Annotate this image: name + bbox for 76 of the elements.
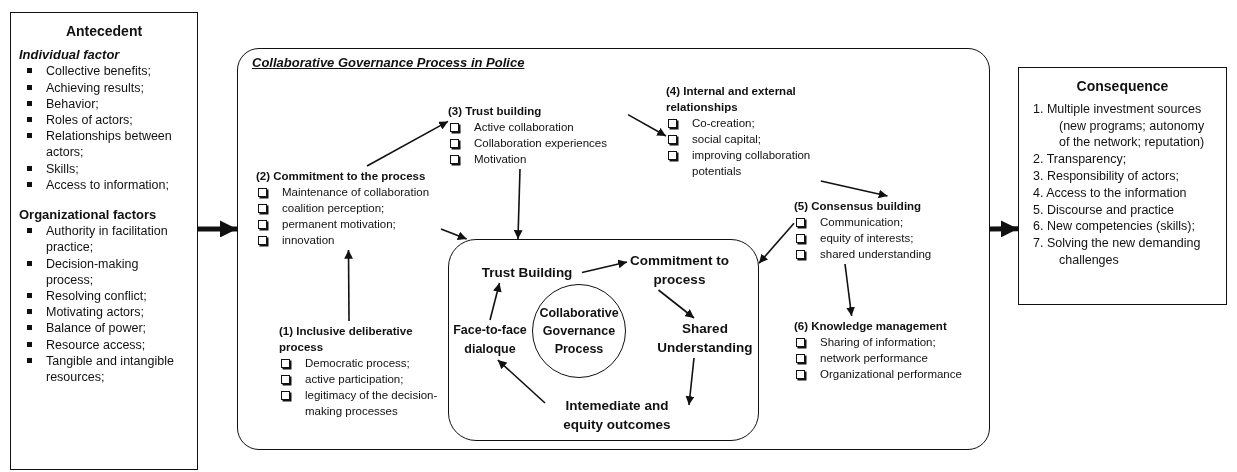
text-panel	[1018, 67, 1227, 305]
section-heading: (4) Internal and external relationships	[666, 84, 797, 115]
list-item: Communication;	[820, 215, 904, 230]
section-heading: Individual factor	[19, 47, 121, 64]
list-item: 1. Multiple investment sources (new programs; autonomy of the network; reputation)	[1032, 100, 1206, 152]
list-item: Relationships between actors;	[46, 128, 173, 161]
section-heading: (6) Knowledge management	[794, 319, 948, 334]
frame-title: Collaborative Governance Process in Police	[252, 55, 525, 70]
list-item: 6. New competencies (skills);	[1032, 218, 1196, 236]
list-item: legitimacy of the decision-making processes	[305, 388, 439, 419]
list-item: Tangible and intangible resources;	[46, 352, 175, 386]
stage-label: Commitment to process	[629, 252, 730, 289]
panel-heading: Consequence	[1075, 78, 1170, 95]
list-item: Collective benefits;	[46, 63, 151, 80]
list-item: Skills;	[46, 160, 79, 177]
panel-heading: Antecedent	[64, 23, 144, 40]
process-frame	[237, 48, 990, 450]
section-heading: Organizational factors	[19, 207, 158, 224]
stage-label: Trust Building	[480, 264, 574, 282]
stage-label: Shared Understanding	[656, 320, 754, 357]
list-item: Sharing of information;	[820, 335, 936, 350]
circle-label: Collaborative Governance Process	[538, 305, 620, 358]
list-item: Democratic process;	[305, 356, 410, 371]
list-item: Behavior;	[46, 95, 99, 112]
list-item: Motivation	[474, 152, 527, 167]
list-item: improving collaboration potentials	[692, 148, 812, 179]
list-item: 3. Responsibility of actors;	[1032, 168, 1180, 185]
list-item: coalition perception;	[282, 201, 385, 216]
list-item: equity of interests;	[820, 231, 914, 246]
section-heading: (5) Consensus building	[794, 199, 923, 214]
list-item: Collaboration experiences	[474, 136, 607, 151]
list-item: Organizational performance	[820, 367, 962, 382]
list-item: Resource access;	[46, 336, 146, 353]
list-item: Decision-making process;	[46, 255, 140, 289]
section-heading: (3) Trust building	[448, 104, 543, 119]
arrow	[489, 282, 502, 321]
arrow	[497, 359, 546, 404]
section-heading: (1) Inclusive deliberative process	[279, 324, 414, 355]
list-item: Resolving conflict;	[46, 288, 147, 305]
arrow	[440, 228, 468, 240]
list-item: Authority in facilitation practice;	[46, 223, 169, 256]
list-item: 5. Discourse and practice	[1032, 201, 1176, 219]
list-item: 2. Transparency;	[1032, 151, 1128, 168]
text-panel	[10, 12, 198, 470]
arrow	[581, 259, 628, 274]
list-item: social capital;	[692, 132, 762, 147]
list-item: Access to information;	[46, 176, 169, 194]
list-item: Balance of power;	[46, 320, 147, 337]
stage-label: Face-to-face dialoque	[452, 322, 528, 358]
list-item: 4. Access to the information	[1032, 184, 1188, 202]
list-item: 7. Solving the new demanding challenges	[1032, 235, 1202, 269]
list-item: shared understanding	[820, 247, 932, 262]
list-item: active participation;	[305, 372, 404, 387]
arrow	[685, 357, 695, 406]
arrow	[820, 180, 889, 199]
arrow	[657, 289, 695, 319]
stage-label: Intemediate and equity outcomes	[562, 397, 672, 434]
arrow	[344, 249, 353, 322]
arrow	[198, 220, 237, 238]
cycle-box	[448, 239, 759, 441]
list-item: Roles of actors;	[46, 112, 133, 129]
list-item: Motivating actors;	[46, 304, 144, 321]
arrow	[758, 222, 795, 265]
arrow	[366, 120, 449, 167]
list-item: permanent motivation;	[282, 217, 396, 232]
list-item: network performance	[820, 351, 929, 366]
section-heading: (2) Commitment to the process	[256, 169, 427, 184]
list-item: Active collaboration	[474, 120, 574, 135]
list-item: Achieving results;	[46, 79, 144, 96]
list-item: Maintenance of collaboration	[282, 185, 430, 200]
arrow	[513, 168, 523, 240]
arrow	[990, 220, 1018, 238]
list-item: innovation	[282, 233, 335, 248]
arrow	[627, 113, 667, 137]
arrow	[844, 263, 855, 317]
list-item: Co-creation;	[692, 116, 755, 131]
